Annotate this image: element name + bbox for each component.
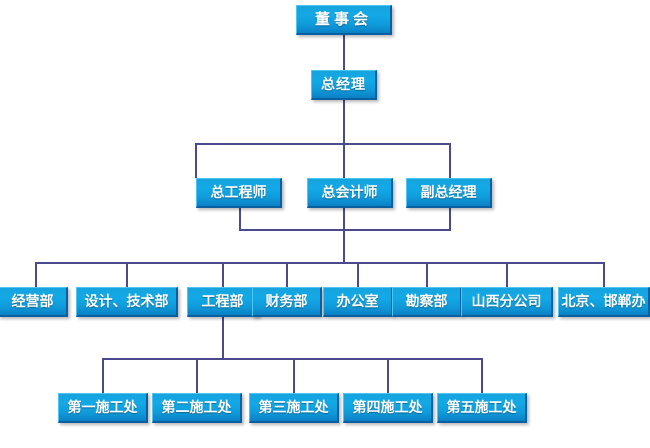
org-node-n15[interactable]: 第二施工处 — [152, 393, 242, 423]
org-node-n4[interactable]: 总会计师 — [307, 178, 393, 208]
org-node-label: 北京、邯郸办 — [561, 293, 646, 310]
org-node-label: 总经理 — [321, 76, 366, 93]
connector-up-chief-engineer — [239, 208, 241, 229]
org-node-n12[interactable]: 山西分公司 — [461, 287, 553, 317]
org-node-n18[interactable]: 第五施工处 — [437, 393, 527, 423]
connector-drop-dept-8 — [603, 262, 605, 287]
connector-level5-bus — [102, 358, 482, 360]
connector-level3-bus — [195, 143, 450, 145]
connector-drop-dept-5 — [357, 262, 359, 287]
org-node-label: 设计、技术部 — [84, 293, 169, 310]
org-node-label: 第三施工处 — [258, 399, 329, 416]
connector-drop-dept-6 — [426, 262, 428, 287]
org-node-n3[interactable]: 总工程师 — [196, 178, 282, 208]
connector-drop-deputy-gm — [449, 143, 451, 178]
org-node-label: 副总经理 — [420, 184, 477, 201]
connector-board-to-gm — [343, 35, 345, 70]
org-node-n11[interactable]: 勘察部 — [392, 287, 462, 317]
org-node-n16[interactable]: 第三施工处 — [249, 393, 339, 423]
org-node-label: 办公室 — [336, 293, 379, 310]
org-node-label: 第二施工处 — [161, 399, 232, 416]
connector-up-deputy-gm — [449, 208, 451, 229]
connector-drop-office-2 — [196, 358, 198, 393]
org-node-label: 第五施工处 — [446, 399, 517, 416]
org-node-n7[interactable]: 设计、技术部 — [76, 287, 178, 317]
org-node-label: 经营部 — [11, 293, 54, 310]
connector-level4-bus — [35, 262, 605, 264]
org-node-label: 勘察部 — [405, 293, 448, 310]
connector-gm-down-stub — [343, 100, 345, 143]
org-node-label: 总工程师 — [210, 184, 267, 201]
connector-up-chief-acct — [343, 208, 345, 229]
connector-drop-office-4 — [387, 358, 389, 393]
org-node-n8[interactable]: 工程部 — [187, 287, 259, 317]
connector-drop-office-3 — [293, 358, 295, 393]
org-node-n5[interactable]: 副总经理 — [406, 178, 492, 208]
org-node-label: 第四施工处 — [352, 399, 423, 416]
org-node-label: 第一施工处 — [67, 399, 138, 416]
org-node-label: 工程部 — [201, 293, 244, 310]
connector-drop-office-5 — [481, 358, 483, 393]
org-node-n2[interactable]: 总经理 — [311, 70, 377, 100]
connector-drop-office-1 — [102, 358, 104, 393]
connector-drop-chief-acct — [343, 143, 345, 178]
connector-drop-dept-2 — [126, 262, 128, 287]
org-node-n6[interactable]: 经营部 — [0, 287, 68, 317]
connector-drop-dept-1 — [35, 262, 37, 287]
org-node-label: 董事会 — [314, 10, 372, 28]
connector-drop-dept-7 — [506, 262, 508, 287]
connector-drop-chief-engineer — [195, 143, 197, 178]
org-node-label: 财务部 — [265, 293, 308, 310]
org-node-label: 总会计师 — [321, 184, 378, 201]
org-node-label: 山西分公司 — [471, 293, 542, 310]
connector-drop-dept-3 — [222, 262, 224, 287]
connector-eng-dept-to-offices — [222, 317, 224, 358]
org-node-n10[interactable]: 办公室 — [323, 287, 393, 317]
connector-level3-join-bus — [239, 229, 451, 231]
connector-trunk-to-depts — [343, 229, 345, 262]
org-node-n13[interactable]: 北京、邯郸办 — [558, 287, 650, 317]
org-node-n14[interactable]: 第一施工处 — [58, 393, 148, 423]
org-node-n9[interactable]: 财务部 — [252, 287, 322, 317]
org-node-n17[interactable]: 第四施工处 — [343, 393, 433, 423]
connector-drop-dept-4 — [286, 262, 288, 287]
org-node-n1[interactable]: 董事会 — [296, 5, 392, 35]
